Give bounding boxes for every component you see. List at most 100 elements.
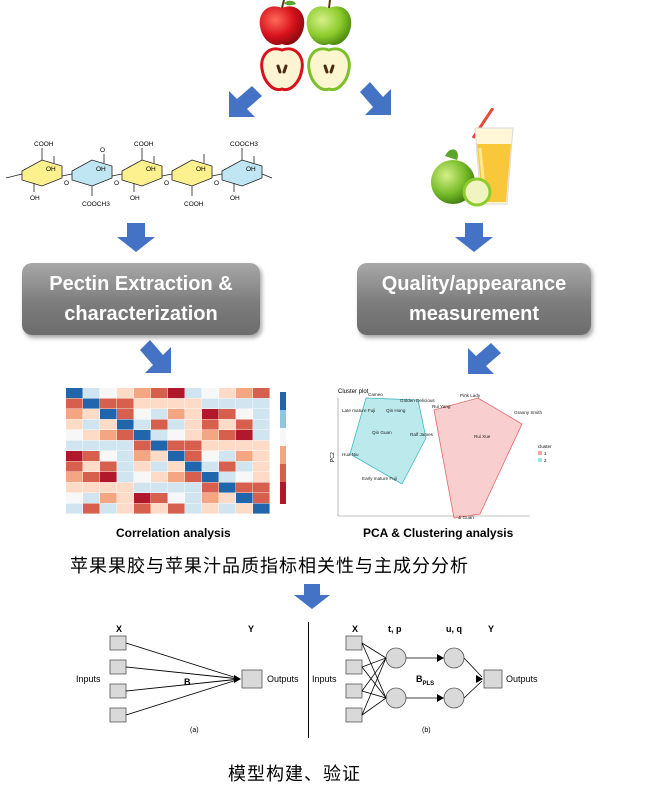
heatmap-cell <box>117 430 134 441</box>
heatmap-cell <box>202 451 219 462</box>
pca-point-label: Granny Smith <box>514 410 543 415</box>
heatmap-cell <box>83 388 100 399</box>
quality-measurement-box: Quality/appearance measurement <box>357 263 591 335</box>
svg-text:O: O <box>100 147 105 154</box>
heatmap-cell <box>151 451 168 462</box>
heatmap-cell <box>168 409 185 420</box>
heatmap-cell <box>117 440 134 451</box>
model-diagram-b: X t, p u, q Y Inputs Outputs BPLS (b) <box>312 624 538 734</box>
heatmap-cell <box>236 398 253 409</box>
pca-caption: PCA & Clustering analysis <box>363 526 514 540</box>
heatmap-cell <box>134 419 151 430</box>
pectin-box-line1: Pectin Extraction & <box>49 273 233 295</box>
heatmap-cell <box>83 482 100 493</box>
svg-text:BPLS: BPLS <box>416 674 434 687</box>
green-apple-icon <box>306 0 352 46</box>
red-apple-icon <box>259 0 305 46</box>
heatmap-cell <box>202 472 219 483</box>
heatmap-cell <box>100 493 117 504</box>
heatmap-cell <box>100 482 117 493</box>
heatmap-cell <box>253 461 270 472</box>
heatmap-cell <box>151 461 168 472</box>
heatmap-cell <box>219 493 236 504</box>
pca-title: Cluster plot <box>338 389 369 395</box>
heatmap-cell <box>117 461 134 472</box>
heatmap-cell <box>185 503 202 514</box>
heatmap-cell <box>117 388 134 399</box>
heatmap-cell <box>185 430 202 441</box>
heatmap-cell <box>202 461 219 472</box>
svg-text:COOCH3: COOCH3 <box>230 141 258 148</box>
heatmap-cell <box>168 398 185 409</box>
svg-text:OH: OH <box>146 166 156 173</box>
heatmap-cell <box>202 409 219 420</box>
heatmap-cell <box>236 430 253 441</box>
model-b-inputs-label: Inputs <box>312 674 337 684</box>
heatmap-cell <box>117 419 134 430</box>
heatmap-cell <box>134 503 151 514</box>
heatmap-cell <box>168 388 185 399</box>
heatmap-cell <box>185 461 202 472</box>
heatmap-cell <box>219 419 236 430</box>
heatmap-cell <box>236 493 253 504</box>
pca-point-label: Ji Guan <box>458 515 474 520</box>
pca-ylabel: PC2 <box>330 452 336 462</box>
heatmap-cell <box>253 440 270 451</box>
heatmap-cell <box>83 451 100 462</box>
heatmap-cell <box>202 419 219 430</box>
heatmap-cell <box>151 430 168 441</box>
svg-text:COOH: COOH <box>184 201 204 208</box>
heatmap-cell <box>117 398 134 409</box>
model-a-panel-label: (a) <box>190 727 199 734</box>
pca-point-label: Cameo <box>368 392 383 397</box>
heatmap-cell <box>253 451 270 462</box>
heatmap-cell <box>151 493 168 504</box>
svg-text:OH: OH <box>46 166 56 173</box>
heatmap-cell <box>185 440 202 451</box>
heatmap-cell <box>83 409 100 420</box>
heatmap-cell <box>100 503 117 514</box>
heatmap-cell <box>253 430 270 441</box>
heatmap-cell <box>219 503 236 514</box>
heatmap-cell <box>66 451 83 462</box>
heatmap-cell <box>168 482 185 493</box>
heatmap-cell <box>151 472 168 483</box>
heatmap-cell <box>134 451 151 462</box>
heatmap-cell <box>219 451 236 462</box>
pca-point-label: Early mature Fuji <box>362 476 397 481</box>
heatmap-cell <box>168 493 185 504</box>
quality-box-line2: measurement <box>408 303 540 325</box>
arrow-to-heatmap <box>140 340 171 373</box>
heatmap-cell <box>253 409 270 420</box>
arrow-down-pectin <box>117 223 155 252</box>
cluster-2-hull <box>349 397 427 485</box>
heatmap-cell <box>66 430 83 441</box>
heatmap-cell <box>117 409 134 420</box>
pca-point-label: Rui Yang <box>432 404 451 409</box>
heatmap-cell <box>168 451 185 462</box>
heatmap-cell <box>151 409 168 420</box>
heatmap-cell <box>100 440 117 451</box>
heatmap-cell <box>236 482 253 493</box>
heatmap-cell <box>83 493 100 504</box>
model-b-uq-label: u, q <box>446 624 462 634</box>
heatmap-cell <box>236 409 253 420</box>
heatmap-cell <box>100 472 117 483</box>
heatmap-cell <box>117 482 134 493</box>
heatmap-cell <box>185 409 202 420</box>
model-a-outputs-label: Outputs <box>267 674 299 684</box>
arrow-down-left <box>229 86 262 117</box>
pca-point-label: Pink Lady <box>460 393 481 398</box>
heatmap-cell <box>219 409 236 420</box>
heatmap-cell <box>202 398 219 409</box>
svg-text:COOH: COOH <box>34 141 54 148</box>
model-b-b-label: B <box>416 674 423 684</box>
heatmap-cell <box>66 461 83 472</box>
heatmap-cell <box>151 503 168 514</box>
heatmap-cell <box>202 440 219 451</box>
pca-legend-item: 1 <box>544 451 547 456</box>
heatmap-cell <box>83 419 100 430</box>
pca-point-label: Rui Xue <box>474 434 491 439</box>
cluster-1-hull <box>433 397 523 519</box>
heatmap-cell <box>219 461 236 472</box>
